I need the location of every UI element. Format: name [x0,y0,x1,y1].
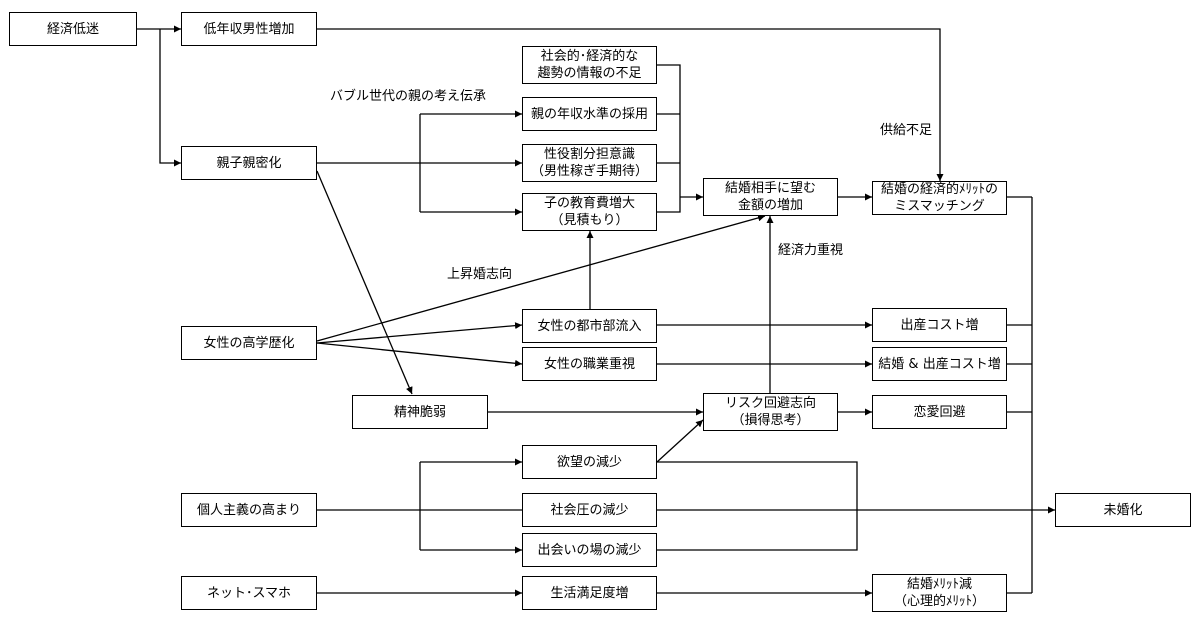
node-josei-shokugyo: 女性の職業重視 [522,347,657,381]
node-mikonka: 未婚化 [1055,493,1191,527]
node-shussan-cost: 出産コスト増 [872,308,1007,342]
node-renai-kaihi: 恋愛回避 [872,395,1007,429]
node-teinenshu-dansei: 低年収男性増加 [181,12,317,46]
node-net-sumaho: ネット･スマホ [181,576,317,610]
node-kekkon-kingaku: 結婚相手に望む 金額の増加 [703,178,838,216]
edge-teinenshu-to-mismatch [317,28,944,181]
edge-kogaku-to-shokugyo [316,342,523,367]
node-oya-nenshu: 親の年収水準の採用 [522,97,657,131]
node-josei-toshibu: 女性の都市部流入 [522,309,657,343]
node-keizai-teimei: 経済低迷 [9,12,137,46]
edge-kyoikuhi-merge [657,197,681,213]
label-joushou-kon: 上昇婚志向 [447,267,513,282]
node-kyoikuhi: 子の教育費増大 （見積もり） [522,193,657,231]
node-seiyakuwari: 性役割分担意識 （男性稼ぎ手期待） [522,144,657,182]
node-kekkon-merit-gen: 結婚ﾒﾘｯﾄ減 （心理的ﾒﾘｯﾄ） [872,574,1007,612]
node-seikatsu-manzoku: 生活満足度増 [522,576,657,610]
label-keizairyoku-juushi: 経済力重視 [778,243,844,258]
node-kojin-shugi: 個人主義の高まり [181,493,317,527]
edge-yokubo-bracket [657,461,858,510]
edge-kogaku-to-toshibu [316,322,523,344]
node-shakaiatsu-genshou: 社会圧の減少 [522,493,657,527]
node-oyako-shinmitsu: 親子親密化 [181,146,317,180]
edge-info-merge [657,64,681,197]
edge-teimei-to-oyako [159,29,181,167]
node-shakai-info-fusoku: 社会的･経済的な 趨勢の情報の不足 [522,46,657,84]
edge-yokubo-to-risk [656,419,704,463]
node-josei-kogakureki: 女性の高学歴化 [181,326,317,360]
edge-oyako-to-seishin [316,170,413,395]
node-yokubo-genshou: 欲望の減少 [522,445,657,479]
node-seishin-zeijaku: 精神脆弱 [352,395,488,429]
node-deai-genshou: 出会いの場の減少 [522,533,657,567]
label-kyokyu-fusoku: 供給不足 [880,123,933,138]
edge-kogaku-to-kingaku [316,214,766,342]
label-bubble-sedai: バブル世代の親の考え伝承 [330,89,487,104]
node-risk-kaihi: リスク回避志向 （損得思考） [703,393,838,431]
node-kekkon-shussan-cost: 結婚 & 出産コスト増 [872,347,1007,381]
node-keizai-mismatch: 結婚の経済的ﾒﾘｯﾄの ミスマッチング [872,181,1007,215]
edge-deai-bracket [657,510,858,551]
